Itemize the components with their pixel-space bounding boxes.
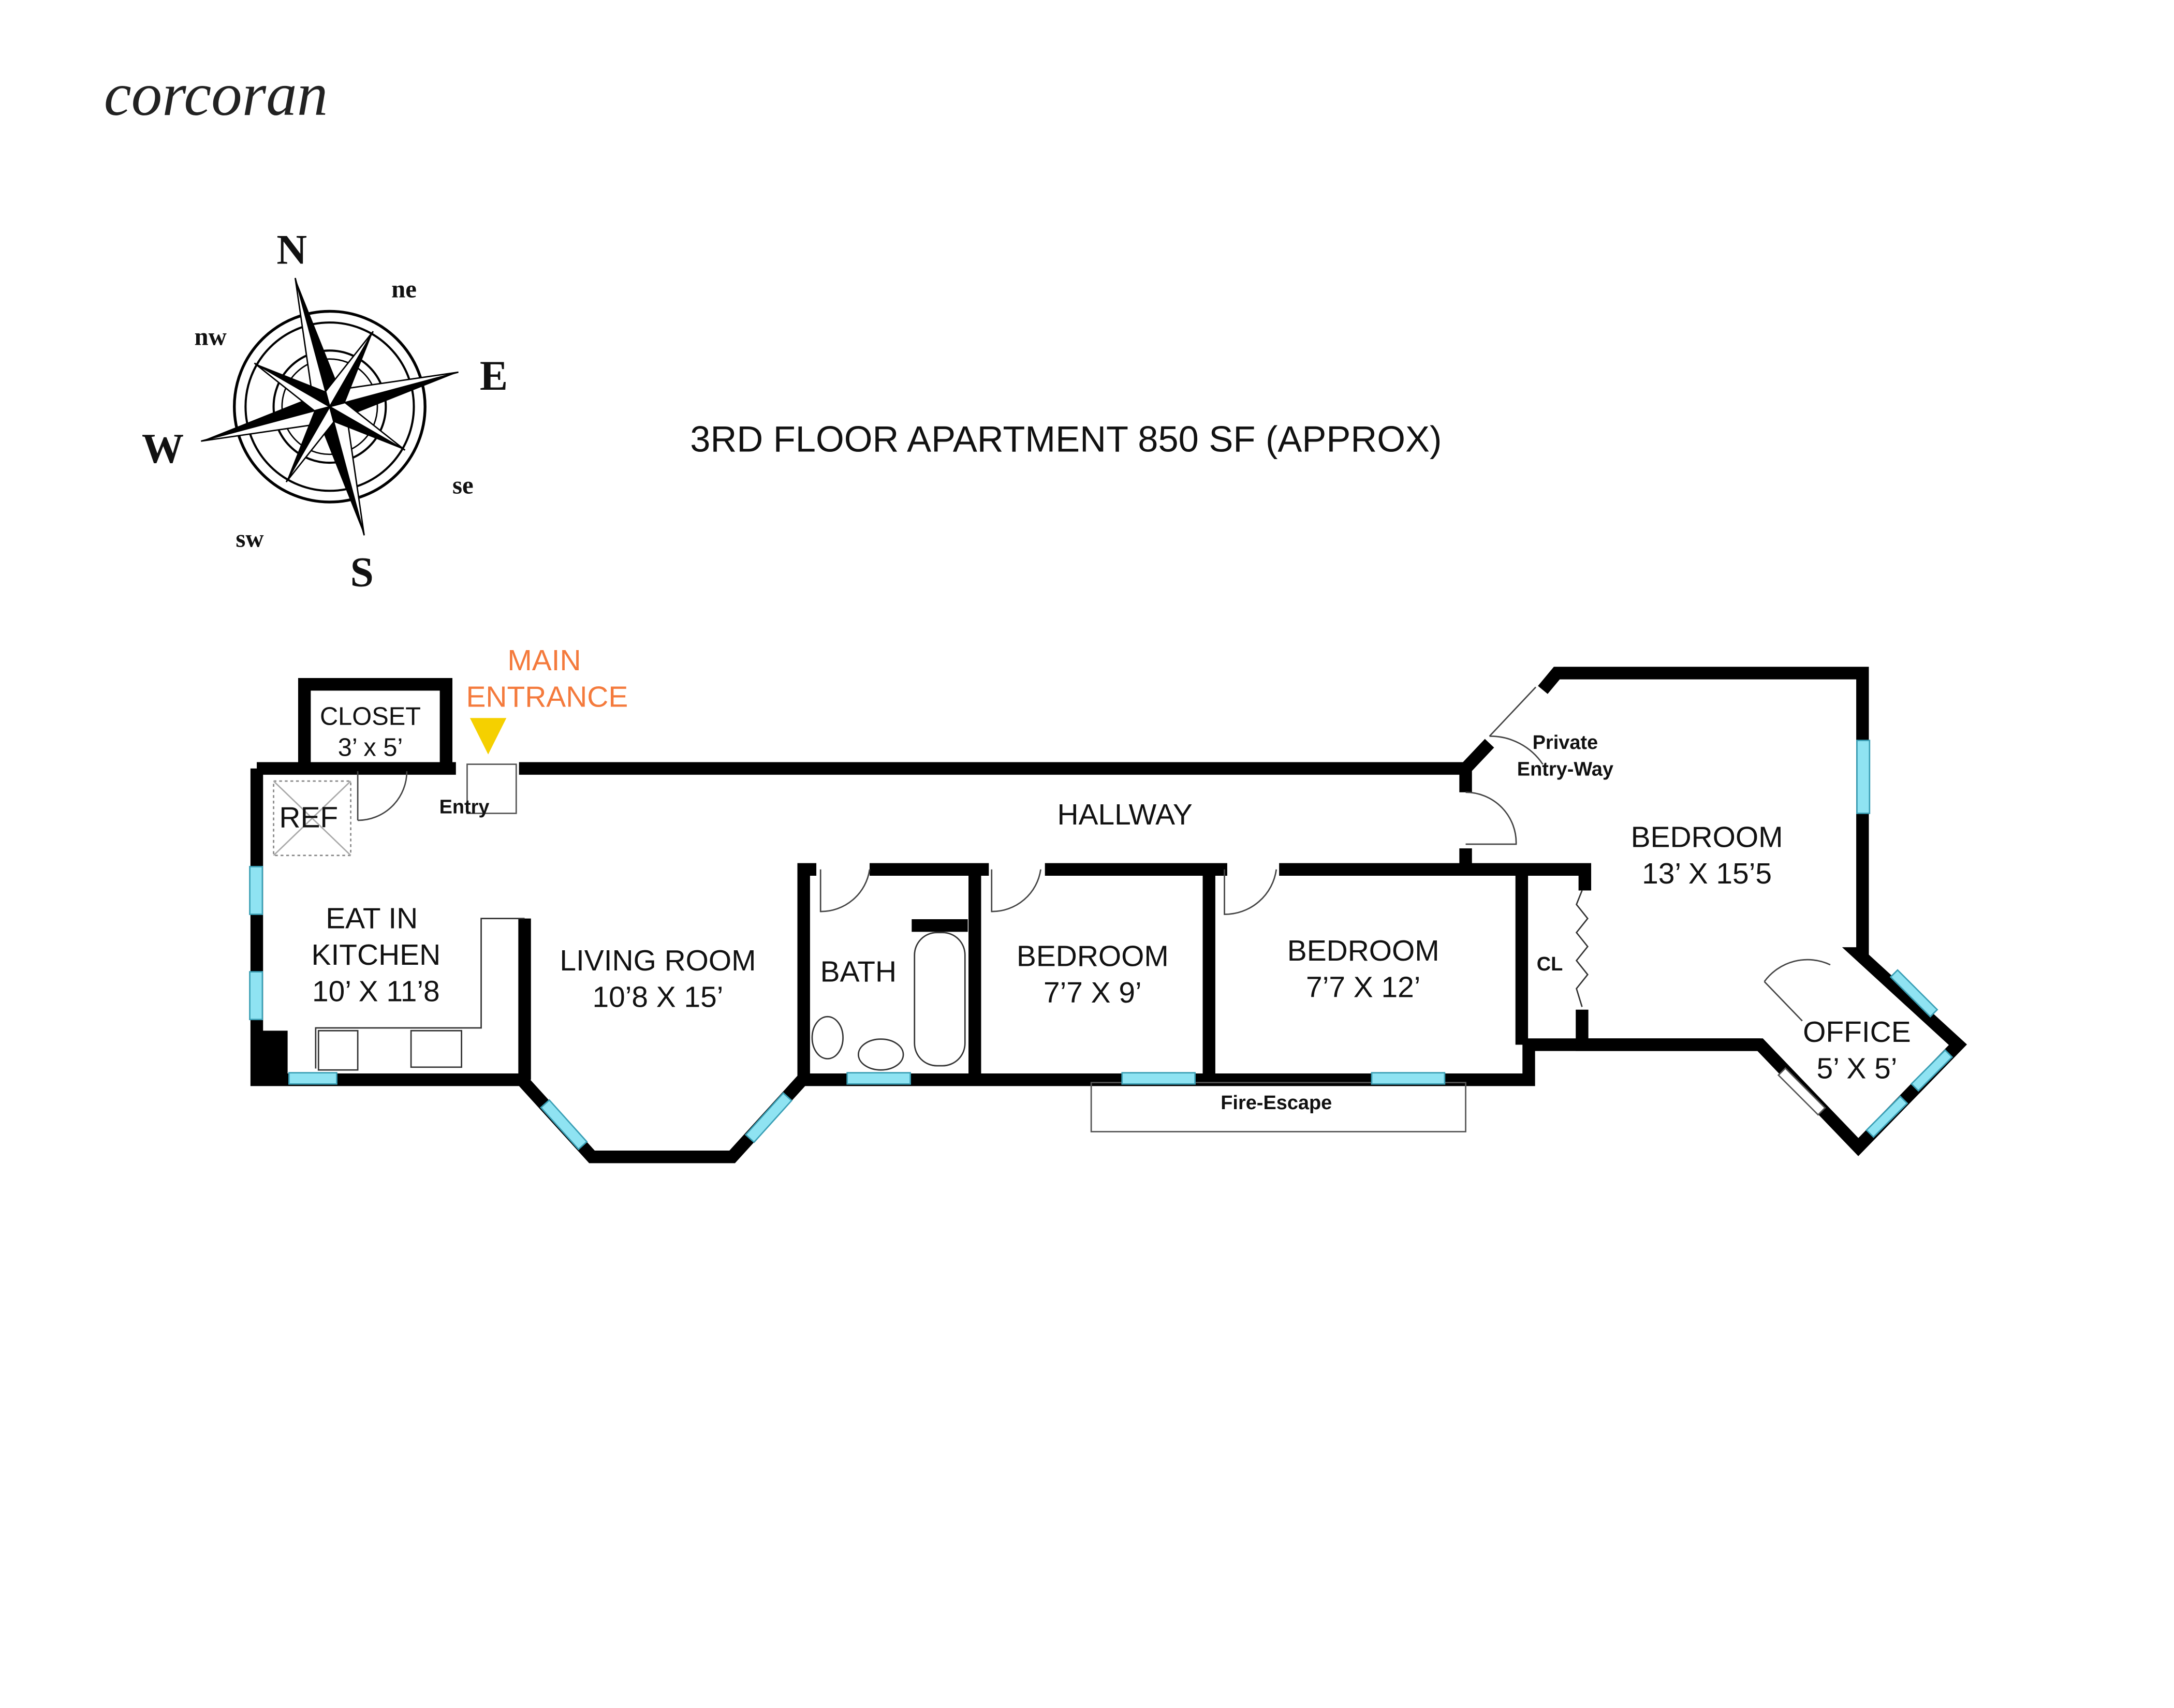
- kitchen-label-1: EAT IN: [326, 902, 418, 935]
- hallway-label: HALLWAY: [1057, 798, 1193, 831]
- kitchen-counter: [315, 918, 525, 1069]
- compass-sw: sw: [236, 525, 263, 553]
- sink-icon: [410, 1030, 462, 1068]
- main-entrance-label-2: ENTRANCE: [466, 681, 628, 714]
- ref-label: REF: [279, 801, 338, 834]
- stove-icon: [317, 1030, 359, 1071]
- office-label: OFFICE: [1803, 1015, 1911, 1049]
- bedroom2-label: BEDROOM: [1287, 934, 1439, 967]
- compass-e: E: [480, 352, 508, 399]
- compass-s: S: [350, 549, 374, 596]
- toilet-icon: [811, 1015, 844, 1059]
- compass-ne: ne: [391, 275, 417, 303]
- living-room-dims: 10’8 X 15’: [592, 980, 723, 1013]
- compass-rose-icon: [200, 277, 459, 536]
- windows: [249, 740, 1953, 1151]
- compass-se: se: [452, 472, 474, 499]
- closet-cl-label: CL: [1537, 953, 1563, 975]
- office-dims: 5’ X 5’: [1816, 1052, 1897, 1085]
- bedroom3-dims: 13’ X 15’5: [1642, 857, 1772, 890]
- brand-logo: corcoran: [104, 60, 328, 128]
- walls: [250, 667, 1967, 1164]
- kitchen-dims: 10’ X 11’8: [312, 975, 440, 1008]
- private-entry-label-1: Private: [1533, 732, 1598, 754]
- bedroom1-dims: 7’7 X 9’: [1044, 976, 1142, 1009]
- kitchen-label-2: KITCHEN: [312, 938, 441, 971]
- closet-bifold-door: [1575, 890, 1589, 1007]
- bath-label: BATH: [820, 955, 897, 989]
- plan-title: 3RD FLOOR APARTMENT 850 SF (APPROX): [690, 418, 1442, 459]
- bath-sink-icon: [858, 1038, 904, 1071]
- bedroom3-label: BEDROOM: [1631, 820, 1783, 853]
- fire-escape-label: Fire-Escape: [1221, 1092, 1332, 1114]
- private-entry-label-2: Entry-Way: [1517, 758, 1613, 780]
- closet-dims: 3’ x 5’: [338, 733, 403, 761]
- bedroom1-label: BEDROOM: [1017, 940, 1169, 973]
- fire-escape: [1090, 1082, 1466, 1132]
- bedroom2-dims: 7’7 X 12’: [1306, 970, 1420, 1004]
- entrance-arrow-icon: [469, 718, 507, 755]
- compass-n: N: [276, 226, 307, 273]
- compass-nw: nw: [194, 323, 226, 351]
- compass-w: W: [142, 425, 184, 472]
- entry-label: Entry: [439, 796, 490, 818]
- main-entrance-label-1: MAIN: [507, 644, 581, 677]
- closet-label: CLOSET: [320, 703, 421, 731]
- doors: [357, 686, 1831, 1022]
- living-room-label: LIVING ROOM: [560, 944, 756, 977]
- bathtub-icon: [914, 932, 966, 1067]
